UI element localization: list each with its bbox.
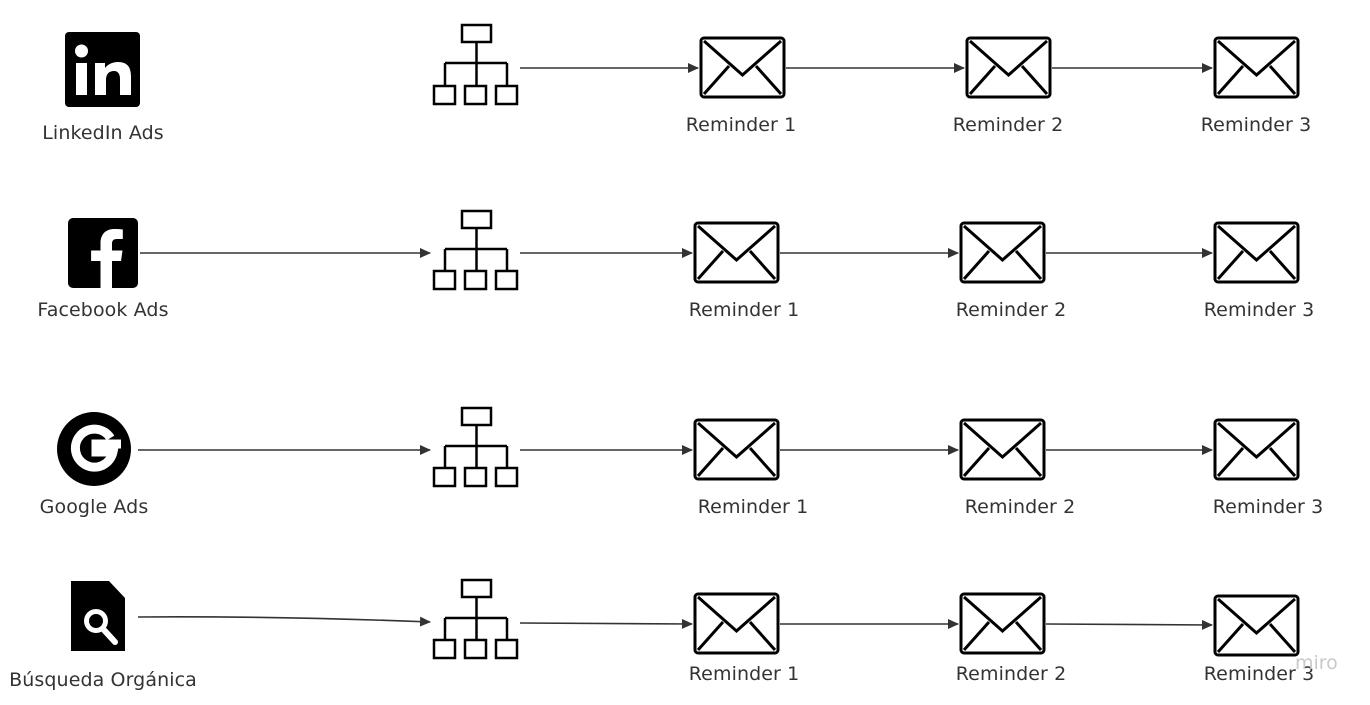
search-document-icon bbox=[71, 581, 125, 651]
reminder-label: Reminder 1 bbox=[688, 299, 800, 321]
org-chart-icon bbox=[432, 578, 519, 660]
google-icon bbox=[57, 412, 131, 486]
facebook-icon bbox=[68, 218, 138, 288]
org-chart-icon bbox=[432, 209, 519, 291]
envelope-icon bbox=[1213, 221, 1300, 284]
envelope-icon bbox=[693, 418, 780, 481]
arrow-connector bbox=[137, 616, 431, 627]
envelope-icon bbox=[699, 36, 786, 99]
arrow-connector bbox=[1045, 619, 1213, 630]
envelope-icon bbox=[1213, 36, 1300, 99]
reminder-label: Reminder 3 bbox=[1200, 114, 1312, 136]
reminder-label: Reminder 2 bbox=[964, 496, 1076, 518]
reminder-label: Reminder 3 bbox=[1203, 299, 1315, 321]
miro-watermark: miro bbox=[1295, 652, 1338, 674]
reminder-label: Reminder 3 bbox=[1203, 663, 1315, 685]
reminder-label: Reminder 2 bbox=[952, 114, 1064, 136]
reminder-label: Reminder 3 bbox=[1212, 496, 1324, 518]
source-label: LinkedIn Ads bbox=[42, 122, 164, 144]
reminder-label: Reminder 2 bbox=[955, 299, 1067, 321]
arrow-connector bbox=[519, 618, 693, 629]
envelope-icon bbox=[965, 36, 1052, 99]
reminder-label: Reminder 1 bbox=[697, 496, 809, 518]
source-label: Búsqueda Orgánica bbox=[9, 669, 197, 691]
envelope-icon bbox=[959, 592, 1046, 655]
envelope-icon bbox=[959, 418, 1046, 481]
linkedin-icon bbox=[65, 32, 140, 107]
org-chart-icon bbox=[432, 23, 519, 106]
envelope-icon bbox=[959, 221, 1046, 284]
envelope-icon bbox=[1213, 594, 1300, 657]
envelope-icon bbox=[693, 592, 780, 655]
envelope-icon bbox=[693, 221, 780, 284]
source-label: Google Ads bbox=[39, 496, 149, 518]
reminder-label: Reminder 1 bbox=[685, 114, 797, 136]
org-chart-icon bbox=[432, 406, 519, 488]
source-label: Facebook Ads bbox=[37, 299, 169, 321]
reminder-label: Reminder 1 bbox=[688, 663, 800, 685]
reminder-label: Reminder 2 bbox=[955, 663, 1067, 685]
envelope-icon bbox=[1213, 418, 1300, 481]
